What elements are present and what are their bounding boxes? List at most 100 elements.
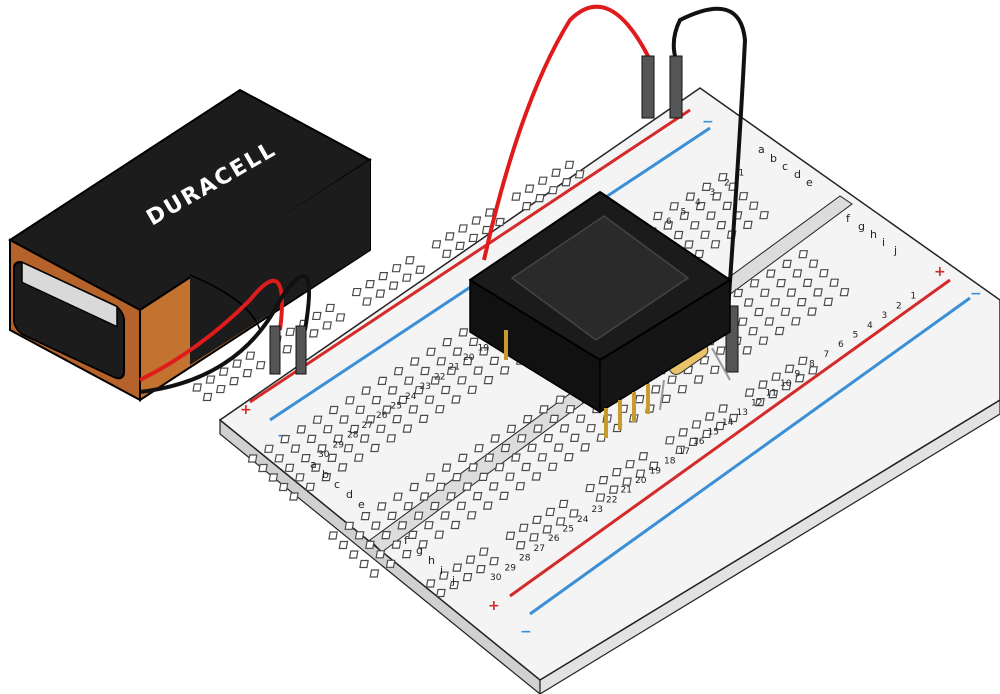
breadboard-hole [376, 424, 386, 433]
breadboard-hole [518, 523, 529, 532]
breadboard-hole [839, 288, 850, 297]
breadboard-hole [768, 390, 779, 399]
breadboard-hole [463, 357, 473, 366]
breadboard-hole [776, 279, 786, 288]
breadboard-hole [782, 259, 792, 268]
breadboard-hole [569, 433, 580, 442]
row-letter: e [806, 176, 813, 189]
breadboard-hole [764, 317, 775, 326]
breadboard-hole [500, 443, 511, 453]
breadboard-hole [441, 463, 452, 472]
breadboard-hole [446, 492, 456, 501]
breadboard-hole [424, 395, 435, 404]
breadboard-hole [289, 492, 299, 501]
breadboard-hole [758, 380, 768, 389]
row-number: 29 [333, 440, 345, 450]
breadboard-hole [529, 533, 539, 542]
breadboard-hole [451, 395, 461, 404]
module-pins [504, 330, 650, 438]
module-red-jumper-wire [482, 4, 652, 261]
breadboard-hole [585, 483, 595, 493]
breadboard-hole [765, 269, 776, 278]
breadboard-hole [306, 434, 317, 443]
breadboard-hole [403, 502, 414, 511]
module-pin [632, 392, 636, 422]
row-number: 8 [809, 360, 815, 370]
rail-mark-plus-right: + [934, 264, 946, 280]
breadboard-hole [391, 540, 402, 549]
breadboard-hole [375, 550, 386, 559]
breadboard-hole [488, 482, 499, 491]
breadboard-hole [712, 192, 722, 201]
breadboard-hole [311, 463, 321, 472]
breadboard-hole [468, 233, 479, 243]
module-pin [504, 330, 508, 360]
breadboard-hole [521, 462, 531, 472]
breadboard-hole [693, 375, 704, 384]
rail-mark-minus-lower: − [520, 624, 532, 640]
breadboard-hole [688, 437, 699, 446]
breadboard-hole [706, 211, 716, 220]
row-number: 10 [780, 379, 792, 389]
row-letter: g [858, 220, 865, 233]
breadboard-hole [202, 392, 213, 402]
row-number: 16 [693, 437, 705, 447]
breadboard-hole [792, 269, 803, 278]
row-number: 3 [710, 188, 716, 198]
breadboard-hole [245, 351, 256, 360]
breadboard-hole [675, 445, 686, 454]
breadboard-hole [414, 386, 425, 395]
breadboard-hole [452, 473, 462, 482]
breadboard-hole [689, 221, 700, 230]
row-number: 2 [896, 301, 902, 311]
breadboard-hole [444, 232, 455, 241]
breadboard-hole [478, 472, 489, 481]
breadboard-hole [483, 501, 493, 510]
breadboard-hole [377, 376, 388, 385]
breadboard-hole [268, 473, 279, 482]
breadboard-hole [524, 184, 535, 193]
breadboard-hole [807, 307, 817, 316]
breadboard-hole [361, 386, 371, 395]
breadboard-hole [511, 453, 521, 462]
row-letter: j [893, 244, 897, 257]
breadboard-hole [743, 298, 754, 307]
breadboard-hole [574, 170, 585, 179]
breadboard-hole [829, 278, 839, 287]
breadboard-hole [360, 511, 371, 521]
breadboard-hole [455, 241, 465, 250]
breadboard-hole [344, 521, 355, 530]
row-number: 13 [737, 408, 748, 418]
breadboard-hole [264, 444, 274, 453]
breadboard-hole [545, 507, 556, 517]
breadboard-hole [405, 256, 415, 265]
breadboard-hole [446, 366, 457, 375]
breadboard-hole [419, 492, 430, 501]
breadboard-hole [359, 434, 370, 443]
breadboard-hole [704, 412, 715, 421]
breadboard-hole [684, 240, 694, 249]
breadboard-hole [625, 460, 635, 469]
breadboard-hole [278, 482, 289, 492]
black-jumper-pin [669, 55, 683, 119]
row-number: 28 [519, 554, 531, 564]
breadboard-hole [457, 376, 467, 385]
breadboard-hole [436, 588, 446, 598]
breadboard-hole [678, 428, 688, 437]
breadboard-hole [192, 383, 202, 392]
breadboard-hole [393, 367, 404, 376]
breadboard-hole [436, 357, 447, 366]
breadboard-hole [402, 273, 412, 282]
breadboard-hole [532, 515, 542, 524]
breadboard-hole [709, 365, 720, 374]
breadboard-hole [575, 414, 586, 423]
breadboard-hole [449, 580, 460, 590]
breadboard-hole [564, 453, 574, 462]
breadboard-hole [355, 405, 366, 414]
row-number: 19 [478, 343, 490, 353]
row-letter: a [310, 458, 317, 471]
breadboard-hole [780, 307, 791, 316]
breadboard-hole [365, 279, 375, 289]
breadboard-hole [317, 444, 327, 453]
breadboard-hole [430, 376, 441, 385]
